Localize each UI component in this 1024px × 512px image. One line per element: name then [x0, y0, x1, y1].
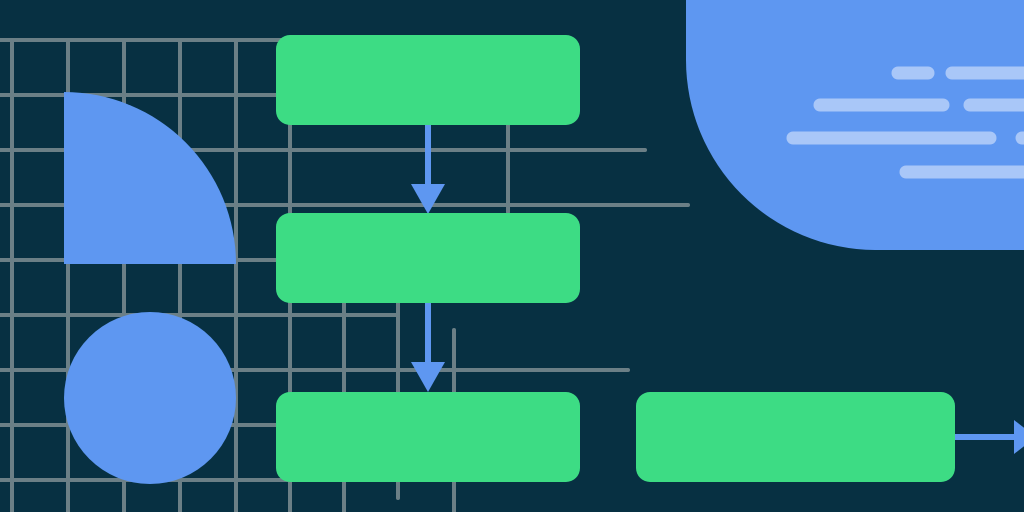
- speech-bubble-shape: [686, 0, 1024, 250]
- circle-shape: [64, 312, 236, 484]
- arrow-head: [411, 184, 445, 214]
- text-placeholder-lines: [786, 66, 1024, 179]
- flow-box-4: [636, 392, 955, 482]
- arrow-head: [1014, 420, 1024, 454]
- flow-box-2: [276, 213, 580, 303]
- flow-box-1: [276, 35, 580, 125]
- quarter-circle-shape: [64, 92, 236, 264]
- flow-arrows: [411, 124, 1024, 454]
- arrow-head: [411, 362, 445, 392]
- flow-box-3: [276, 392, 580, 482]
- flow-boxes: [276, 35, 955, 482]
